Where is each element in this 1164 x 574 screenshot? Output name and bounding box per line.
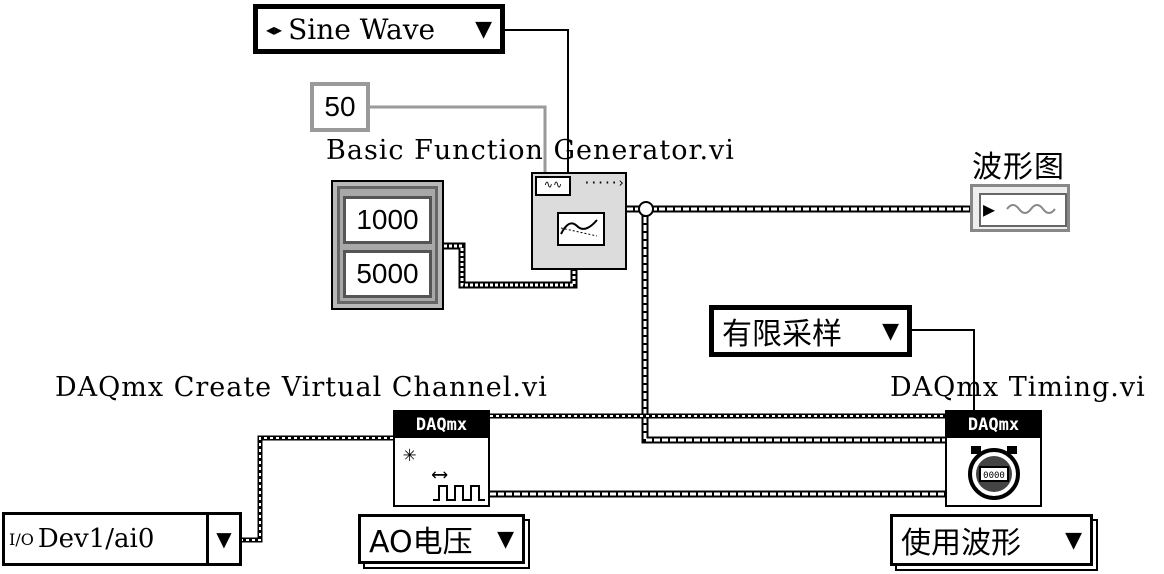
wire-waveform-type (505, 29, 569, 175)
frequency-control[interactable]: 50 (310, 82, 370, 132)
dropdown-arrow-icon[interactable]: ▼ (475, 16, 492, 42)
frequency-value[interactable]: 50 (324, 91, 356, 122)
io-icon: I/O (9, 529, 34, 549)
pulse-train-icon (433, 485, 485, 501)
waveform-graph-terminal[interactable]: ▶ (970, 184, 1070, 232)
waveform-type-ring[interactable]: ◂▸ Sine Wave ▼ (253, 4, 505, 54)
daqmx-header: DAQmx (947, 412, 1040, 438)
waveform-graph-label: 波形图 (972, 150, 1065, 185)
function-generator-label: Basic Function Generator.vi (326, 135, 735, 166)
wire-frequency (370, 105, 547, 175)
timing-node[interactable]: DAQmx 0000 (945, 410, 1042, 507)
dropdown-arrow-icon[interactable]: ▼ (1065, 527, 1082, 553)
channel-type-ring[interactable]: AO电压 ▼ (358, 514, 530, 569)
wave-icon (1006, 204, 1056, 214)
sample-mode-ring[interactable]: 有限采样 ▼ (709, 305, 912, 357)
clock-icon: 0000 (968, 446, 1020, 500)
dropdown-arrow-icon[interactable]: ▼ (497, 526, 514, 552)
wire-junction (638, 201, 654, 217)
function-generator-node[interactable]: ∿∿ ·····› (531, 172, 627, 270)
sine-wave-icon: ∿∿ (535, 176, 571, 196)
physical-channel-value[interactable]: Dev1/ai0 (37, 524, 155, 554)
daqmx-header: DAQmx (395, 412, 488, 438)
double-arrow-icon: ⟷ (433, 462, 447, 487)
timing-label: DAQmx Timing.vi (890, 372, 1146, 403)
waveform-chart-icon (557, 212, 605, 246)
svg-text:0000: 0000 (983, 471, 1005, 481)
play-arrow-icon: ▶ (983, 197, 996, 221)
channel-type-value: AO电压 (369, 525, 473, 560)
cluster-control[interactable]: 1000 5000 (331, 180, 444, 310)
timing-type-ring[interactable]: 使用波形 ▼ (890, 514, 1098, 571)
wire-waveform-branch (641, 209, 945, 444)
physical-channel-control[interactable]: I/O Dev1/ai0 ▼ (2, 512, 242, 566)
create-channel-label: DAQmx Create Virtual Channel.vi (55, 372, 548, 403)
create-channel-node[interactable]: DAQmx ✳ ⟷ (393, 410, 490, 507)
dropdown-arrow-icon[interactable]: ▼ (206, 515, 239, 563)
cluster-value-1[interactable]: 1000 (343, 196, 432, 244)
dotted-arrow-icon: ·····› (583, 176, 625, 191)
waveform-type-value: Sine Wave (288, 12, 436, 46)
cluster-value-1-text[interactable]: 1000 (356, 204, 419, 235)
wire-cluster (444, 242, 578, 289)
wire-sample-mode (912, 329, 975, 410)
cluster-value-2[interactable]: 5000 (343, 250, 432, 298)
sample-mode-value: 有限采样 (722, 317, 842, 352)
scroll-arrows-icon[interactable]: ◂▸ (266, 19, 283, 39)
sparkle-icon: ✳ (403, 442, 417, 467)
wire-physical-channel (240, 435, 393, 543)
cluster-value-2-text[interactable]: 5000 (356, 258, 419, 289)
timing-type-value: 使用波形 (901, 526, 1021, 561)
dropdown-arrow-icon[interactable]: ▼ (882, 318, 899, 344)
